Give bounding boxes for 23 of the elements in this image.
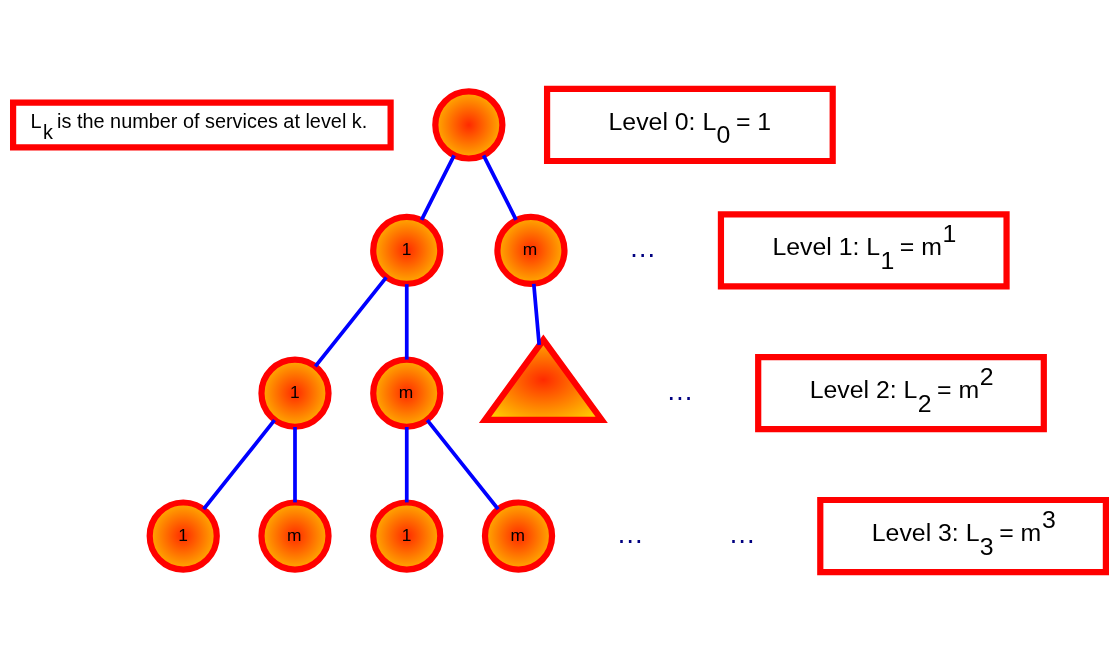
node-circle: 1 — [258, 356, 332, 430]
connector — [425, 419, 500, 511]
connector — [481, 154, 518, 221]
connector — [293, 427, 297, 503]
label: … — [728, 517, 756, 549]
node-circle: 1 — [370, 213, 444, 288]
node-circle: m — [481, 499, 556, 573]
node-circle: 1 — [146, 499, 220, 573]
node-circle: m — [258, 499, 332, 573]
connector — [404, 427, 409, 503]
connector — [531, 283, 542, 346]
label: … — [629, 232, 657, 264]
node-circle — [432, 88, 506, 162]
connector — [313, 276, 388, 368]
node-circle: 1 — [370, 499, 444, 573]
node-triangle — [478, 334, 608, 423]
label: … — [666, 375, 694, 407]
label: … — [616, 517, 644, 549]
node-circle: m — [370, 356, 444, 430]
connector — [404, 284, 409, 360]
connector — [202, 419, 276, 511]
node-circle: m — [494, 213, 568, 288]
connector — [419, 154, 456, 221]
